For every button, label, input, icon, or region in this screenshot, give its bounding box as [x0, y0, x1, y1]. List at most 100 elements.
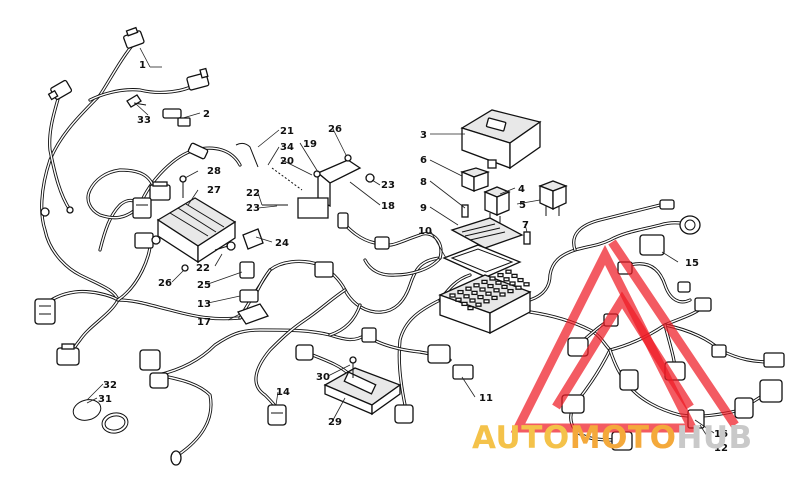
fuse-slot — [469, 298, 476, 303]
fuse-slot — [501, 284, 508, 290]
harness-wire — [116, 243, 152, 302]
fuse-slot — [489, 276, 496, 281]
harness-wire-core — [255, 289, 346, 411]
callout-25: 25 — [197, 280, 211, 291]
fuse-slot — [477, 294, 484, 300]
fuse-slot — [487, 283, 494, 289]
fuse-slot — [493, 288, 500, 293]
connector-mid-bottom — [139, 349, 169, 389]
fuse-slot — [479, 287, 486, 292]
harness-wire-core — [629, 263, 691, 303]
clip-33 — [126, 94, 147, 108]
connector-center-b — [374, 236, 390, 250]
callout-19: 19 — [303, 139, 317, 150]
fuse-slot — [495, 280, 502, 285]
fuse-slot — [491, 295, 498, 301]
fuse-slot — [499, 292, 506, 297]
connector-upper-mid — [149, 181, 171, 201]
harness-wire-core — [529, 222, 691, 301]
fuse-slot — [483, 299, 490, 304]
fuse-slot — [505, 269, 512, 274]
callout-7: 7 — [522, 220, 529, 231]
watermark-auto: AUTO — [472, 420, 570, 456]
callout-24: 24 — [275, 238, 289, 249]
connector-11 — [427, 344, 474, 380]
fuse-label-9 — [450, 217, 524, 249]
harness-wire-core — [87, 169, 156, 219]
seal-10 — [442, 244, 522, 278]
fuse-slot — [461, 301, 468, 307]
watermark-moto: MOTO — [570, 420, 677, 456]
harness-wire-core — [157, 374, 212, 456]
callout-6: 6 — [420, 155, 427, 166]
callout-8: 8 — [420, 177, 427, 188]
screw-28 — [179, 175, 187, 198]
leader-lines — [86, 47, 715, 448]
callout-23b: 23 — [381, 180, 395, 191]
harness-wire-core — [117, 299, 241, 320]
callout-26b: 26 — [328, 124, 342, 135]
fuse-slot — [471, 290, 478, 296]
harness-wire-core — [89, 82, 199, 101]
fuse-slot — [455, 297, 462, 302]
harness-wire-core — [157, 329, 366, 376]
fuse-slot — [509, 281, 516, 286]
fuse-slot — [497, 272, 504, 278]
connector-center-c — [361, 327, 377, 343]
harness-wire-core — [529, 311, 611, 351]
connector-top-right — [186, 67, 210, 91]
ring-terminal-bottom — [170, 450, 182, 466]
callout-33: 33 — [137, 115, 151, 126]
mount-bracket-18 — [297, 159, 362, 229]
callout-15: 15 — [685, 258, 699, 269]
callout-22a: 22 — [246, 188, 260, 199]
fuse-slot — [465, 286, 472, 291]
callout-27: 27 — [207, 185, 221, 196]
callout-4: 4 — [518, 184, 525, 195]
fuse-slot — [463, 294, 470, 299]
callout-2: 2 — [203, 109, 210, 120]
connector-mid-left — [187, 142, 209, 160]
fuse-slot — [503, 277, 510, 282]
harness-wire-core — [117, 244, 151, 301]
fuse-slot — [485, 291, 492, 296]
harness-wire-core — [398, 299, 441, 406]
connector-center-a — [314, 261, 334, 278]
fuse-8 — [461, 204, 469, 218]
regulator-27 — [156, 197, 237, 272]
connector-left-b — [56, 343, 80, 366]
connector-13 — [239, 289, 259, 303]
callout-12: 12 — [714, 443, 728, 454]
fuse-slot — [507, 288, 514, 294]
callout-30: 30 — [316, 372, 330, 383]
callout-10: 10 — [418, 226, 432, 237]
fuse-slot — [515, 285, 522, 290]
harness-wire — [238, 256, 442, 320]
bracket-24 — [214, 204, 288, 251]
harness-wire — [328, 303, 362, 337]
fuse-box-cover-3 — [460, 109, 542, 170]
connector-top-center — [123, 26, 145, 49]
connector-left-a — [34, 298, 56, 325]
harness-wire — [43, 289, 120, 307]
watermark-text: AUTOMOTOHUB — [472, 420, 753, 456]
screw-30 — [349, 356, 357, 378]
callout-34: 34 — [280, 142, 294, 153]
fuse-slot — [449, 293, 456, 298]
connector-top-left — [47, 79, 73, 101]
fuse-box-base — [438, 269, 532, 335]
relay-25 — [239, 261, 255, 279]
fuse-slot — [475, 302, 482, 307]
relay-5 — [538, 180, 568, 216]
callout-labels: 1 2 3 4 5 6 7 8 9 10 11 12 13 14 15 16 1… — [98, 60, 728, 454]
callout-14: 14 — [276, 387, 290, 398]
callout-31: 31 — [98, 394, 112, 405]
callout-23a: 23 — [246, 203, 260, 214]
connector-17 — [237, 303, 269, 325]
callout-32: 32 — [103, 380, 117, 391]
connector-center-d — [295, 344, 314, 361]
fuse-slot — [457, 289, 464, 295]
wiring-harness — [40, 40, 772, 457]
